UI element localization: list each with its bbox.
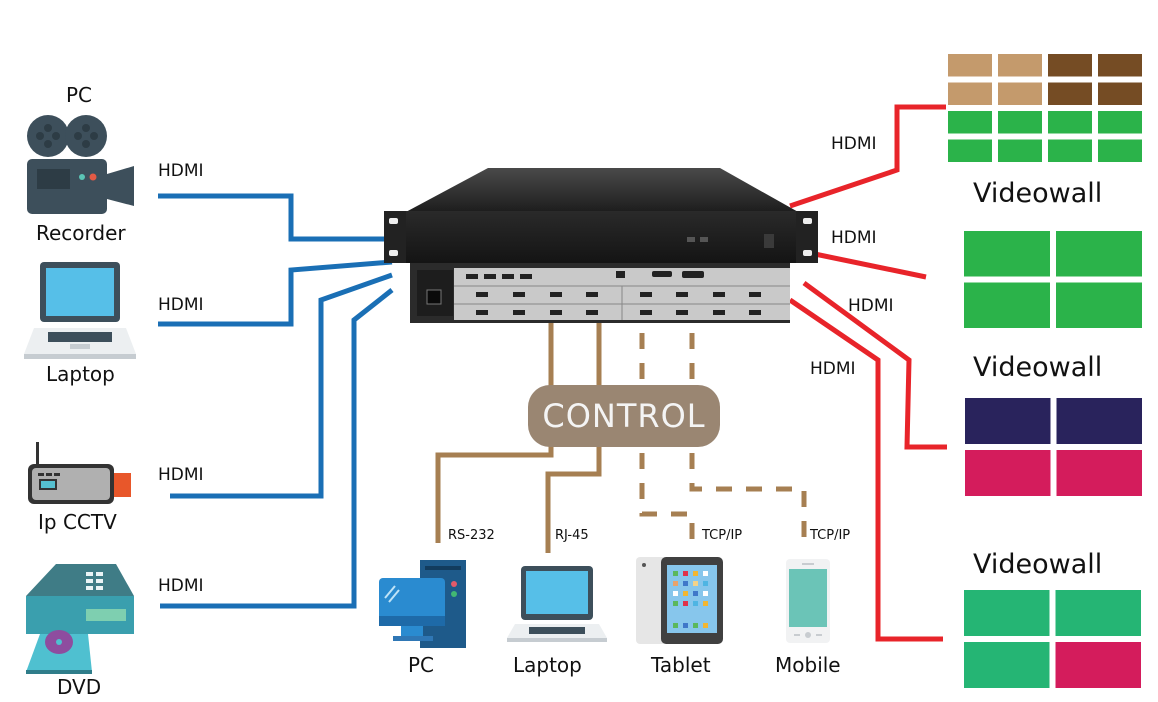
videowall-tile: [1055, 590, 1141, 636]
protocol-label-mobile: TCP/IP: [810, 528, 851, 543]
videowall-label-1: Videowall: [973, 178, 1103, 209]
control-cable-mobile: [689, 333, 807, 547]
videowall-2: [964, 231, 1142, 328]
dvd-label: DVD: [57, 675, 102, 699]
videowall-label-2: Videowall: [973, 352, 1103, 383]
hdmi-label-wall3: HDMI: [848, 296, 894, 316]
videowall-tile: [1048, 111, 1092, 134]
videowall-tile: [1098, 54, 1142, 77]
output-cable-wall3: [802, 280, 947, 450]
hdmi-label-ipcctv: HDMI: [158, 465, 204, 485]
input-cable-ipcctv: [170, 272, 393, 499]
videowall-4: [964, 590, 1141, 688]
client-label-laptop: Laptop: [513, 653, 582, 677]
client-label-tablet: Tablet: [651, 653, 711, 677]
videowall-tile: [1056, 398, 1142, 444]
videowall-tile: [1055, 642, 1141, 688]
hdmi-label-wall1: HDMI: [831, 134, 877, 154]
hdmi-label-wall2: HDMI: [831, 228, 877, 248]
videowall-3: [965, 398, 1142, 496]
videowall-tile: [1048, 82, 1092, 105]
input-cable-recorder: [158, 193, 392, 242]
videowall-tile: [998, 82, 1042, 105]
hdmi-label-wall4: HDMI: [810, 359, 856, 379]
tablet-icon: [636, 557, 723, 644]
videowall-1: [948, 54, 1142, 162]
hdmi-label-dvd: HDMI: [158, 576, 204, 596]
videowalls: [948, 54, 1142, 688]
videowall-tile: [965, 398, 1051, 444]
videowall-tile: [998, 54, 1042, 77]
laptop-input-label: Laptop: [46, 362, 115, 386]
recorder-label: Recorder: [36, 221, 126, 245]
client-label-mobile: Mobile: [775, 653, 841, 677]
control-label: CONTROL: [542, 397, 706, 435]
ipcctv-label: Ip CCTV: [38, 510, 117, 534]
videowall-tile: [1056, 282, 1142, 328]
control-hub: CONTROL: [528, 385, 720, 447]
mobile-phone-icon: [786, 559, 830, 643]
hdmi-label-laptop: HDMI: [158, 295, 204, 315]
ip-camera-icon: [28, 442, 131, 504]
videowall-tile: [964, 282, 1050, 328]
videowall-tile: [1056, 231, 1142, 277]
videowall-tile: [998, 111, 1042, 134]
videowall-tile: [998, 139, 1042, 162]
videowall-tile: [1098, 111, 1142, 134]
protocol-label-laptop: RJ-45: [555, 528, 589, 543]
video-camera-icon: [27, 115, 134, 214]
input-cable-laptop: [158, 259, 393, 327]
videowall-tile: [948, 54, 992, 77]
recorder-top-label: PC: [66, 83, 93, 107]
videowall-tile: [964, 231, 1050, 277]
videowall-tile: [1048, 54, 1092, 77]
video-matrix-switcher-icon: [384, 168, 818, 323]
dvd-player-icon: [26, 564, 134, 674]
input-cable-dvd: [160, 288, 394, 609]
videowall-tile: [948, 139, 992, 162]
videowall-tile: [1098, 82, 1142, 105]
desktop-pc-icon: [379, 560, 466, 648]
videowall-tile: [1048, 139, 1092, 162]
videowall-tile: [964, 590, 1050, 636]
videowall-tile: [948, 82, 992, 105]
output-cable-wall2: [809, 250, 927, 280]
laptop-icon: [24, 262, 136, 359]
output-cable-wall4: [788, 297, 943, 642]
output-cables: [788, 104, 947, 642]
protocol-label-pc: RS-232: [448, 528, 495, 543]
videowall-tile: [1098, 139, 1142, 162]
videowall-tile: [964, 642, 1050, 688]
protocol-label-tablet: TCP/IP: [702, 528, 743, 543]
videowall-label-3: Videowall: [973, 549, 1103, 580]
hdmi-label-recorder: HDMI: [158, 161, 204, 181]
output-cable-wall1: [789, 104, 946, 209]
videowall-tile: [965, 450, 1051, 496]
input-cables: [158, 193, 394, 609]
laptop-icon: [507, 566, 607, 642]
hdmi-ports: [466, 271, 761, 315]
videowall-tile: [948, 111, 992, 134]
videowall-tile: [1056, 450, 1142, 496]
client-label-pc: PC: [408, 653, 435, 677]
